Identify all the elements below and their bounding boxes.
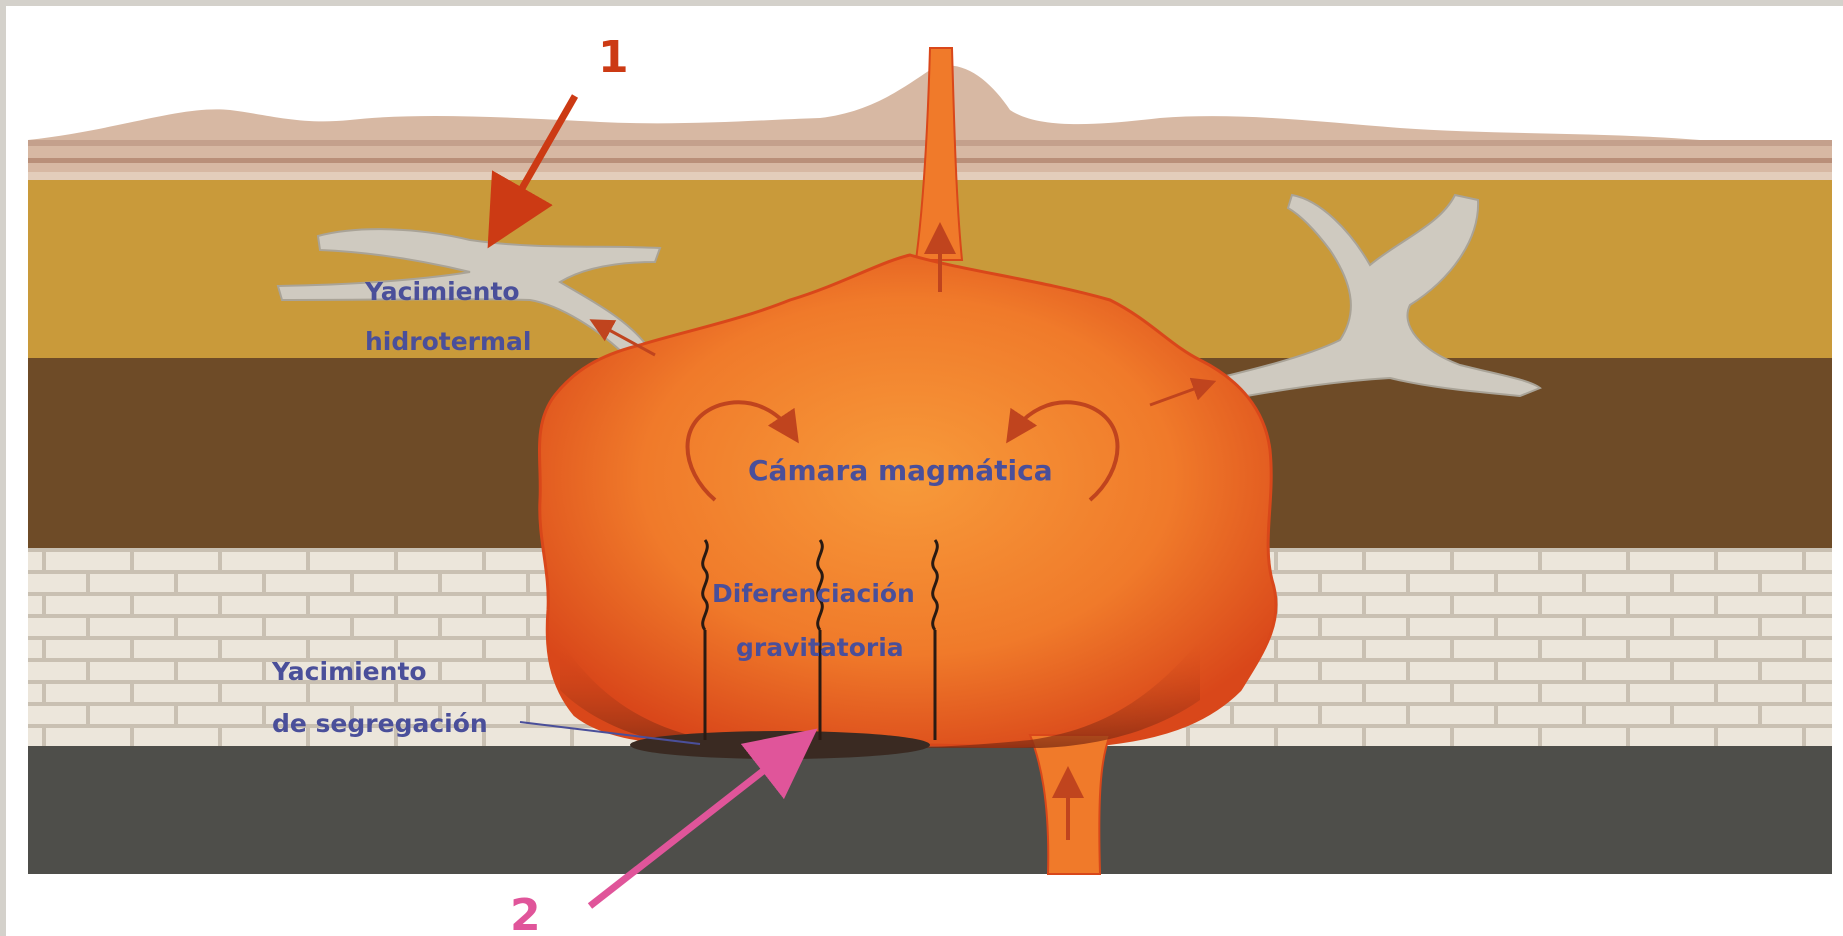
chamber-label: Cámara magmática [748, 454, 1053, 487]
hydrothermal-label-line2: hidrotermal [365, 327, 532, 356]
differentiation-label-line1: Diferenciación [712, 579, 915, 608]
marker-one-label: 1 [598, 32, 629, 83]
segregation-label-line2: de segregación [272, 709, 488, 738]
hydrothermal-label-line1: Yacimiento [364, 277, 520, 306]
segregation-label-line1: Yacimiento [271, 657, 427, 686]
basalt-layer [28, 746, 1832, 874]
differentiation-label-line2: gravitatoria [736, 633, 904, 662]
marker-two-label: 2 [510, 890, 541, 936]
